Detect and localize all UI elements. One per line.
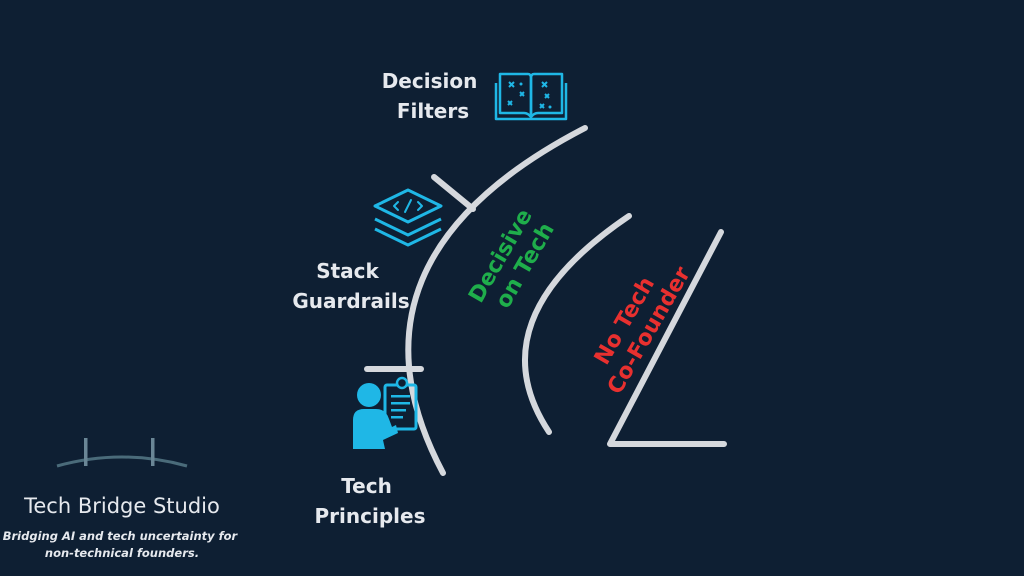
middle-ring — [522, 213, 632, 435]
brand-name: Tech Bridge Studio — [23, 494, 220, 518]
outer-ring — [405, 125, 588, 476]
decisive-on-tech-label: Decisive on Tech — [464, 198, 564, 320]
stack-guardrails-label: Stack Guardrails — [292, 259, 409, 313]
decision-filters-label: Decision Filters — [382, 69, 485, 123]
bridge-logo — [56, 438, 188, 468]
tech-principles-label: Tech Principles — [315, 474, 426, 528]
inner-wedge — [607, 229, 727, 447]
brand-tagline: Bridging AI and tech uncertainty for non… — [3, 529, 242, 560]
no-tech-cofounder-label: No Tech Co-Founder — [580, 250, 695, 399]
person-document-icon — [353, 376, 418, 449]
code-layers-icon — [373, 188, 443, 247]
outer-ring-branch-top — [431, 174, 476, 212]
open-book-icon — [494, 72, 568, 121]
